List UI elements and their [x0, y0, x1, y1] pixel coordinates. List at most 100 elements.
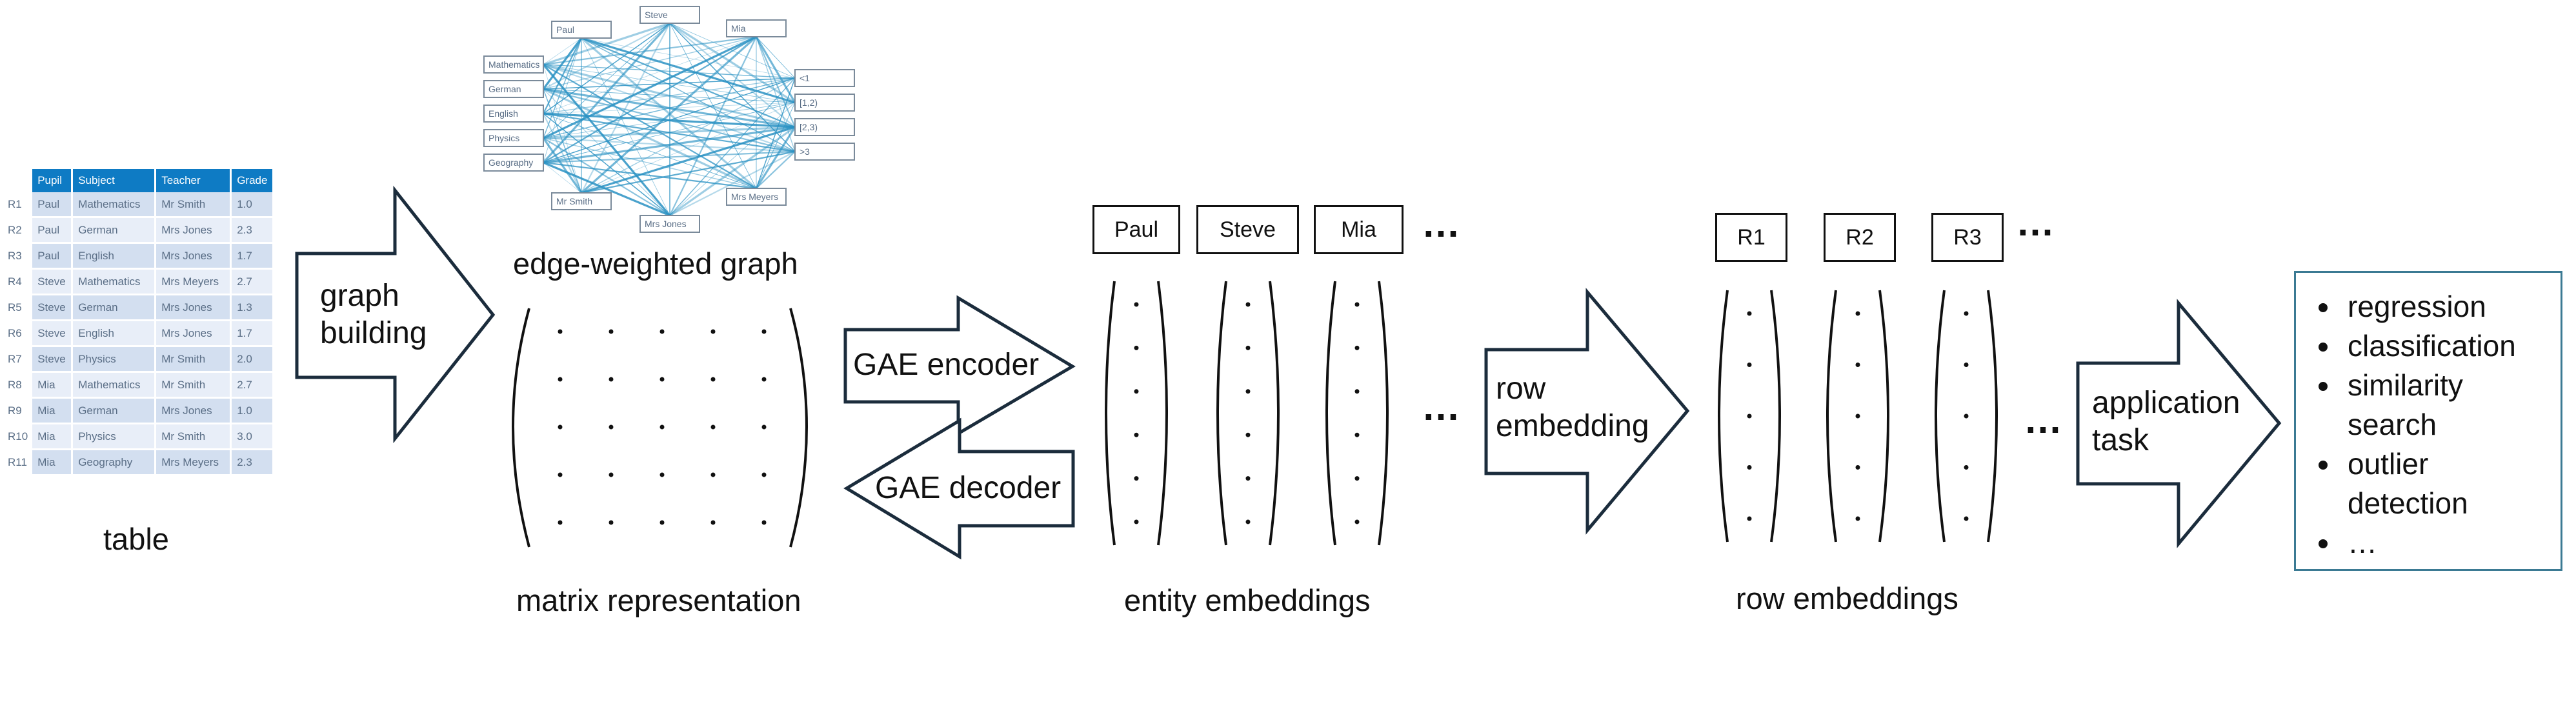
- row-vector-bracket-left: [1718, 290, 1729, 543]
- graph-edge: [543, 161, 757, 190]
- matrix-dot: [761, 520, 767, 525]
- table-header-row: Pupil Subject Teacher Grade: [6, 169, 275, 192]
- entity-vector-dot: [1354, 519, 1360, 524]
- table-cell: 3.0: [230, 423, 275, 450]
- row-box-r1: R1: [1715, 213, 1787, 262]
- graph-edge: [543, 150, 796, 164]
- matrix-dot: [609, 424, 614, 430]
- row-id: R5: [6, 294, 33, 321]
- table-cell: 2.3: [230, 217, 275, 244]
- arrow-label-line: row: [1496, 372, 1546, 406]
- table-cell: Paul: [31, 217, 74, 244]
- table-cell: Mathematics: [72, 192, 157, 218]
- row-id: R8: [6, 372, 33, 399]
- entity-vector-dot: [1134, 389, 1139, 394]
- entity-box-paul: Paul: [1092, 205, 1180, 254]
- graph-edge: [581, 37, 796, 104]
- table-cell: Mia: [31, 423, 74, 450]
- entity-vector-bracket-left: [1105, 281, 1116, 546]
- graph-edge: [669, 126, 796, 217]
- graph-edge: [543, 23, 670, 114]
- matrix-dot: [659, 472, 665, 477]
- row-vector-dot: [1964, 413, 1969, 419]
- entity-vector-dot: [1354, 389, 1360, 394]
- entity-vector-dot: [1354, 476, 1360, 481]
- graph-edge: [581, 150, 796, 194]
- graph-edge: [542, 37, 583, 90]
- matrix-dot: [761, 329, 767, 334]
- graph-edge: [543, 102, 796, 163]
- entity-vector-ellipsis: …: [1422, 385, 1463, 428]
- entity-vector-dot: [1134, 345, 1139, 350]
- row-vector-dot: [1855, 363, 1860, 367]
- graph-edge: [542, 63, 671, 217]
- table-cell: 2.7: [230, 372, 275, 399]
- entity-vector-bracket-left: [1216, 281, 1227, 546]
- graph-node-box: [639, 6, 700, 24]
- task-list: regressionclassificationsimilarity searc…: [2315, 287, 2554, 563]
- row-embedding-label: row embedding: [1496, 370, 1649, 445]
- graph-building-label: graph building: [320, 277, 427, 352]
- matrix-dot: [609, 329, 614, 334]
- graph-node-box: [794, 69, 855, 87]
- graph-node-label: Mathematics: [488, 59, 539, 70]
- matrix-dot: [558, 329, 563, 334]
- arrow-label-line: embedding: [1496, 409, 1649, 443]
- graph-edge: [542, 22, 671, 164]
- entity-box-steve: Steve: [1196, 205, 1299, 254]
- matrix-dot: [710, 377, 716, 382]
- table-cell: Steve: [31, 294, 74, 321]
- table-cell: English: [72, 243, 157, 270]
- arrow-label-line: building: [320, 316, 427, 350]
- entity-vector-dot: [1245, 476, 1251, 481]
- table-cell: Mrs Jones: [155, 397, 232, 424]
- graph-edge: [543, 137, 757, 189]
- table-cell: 1.7: [230, 243, 275, 270]
- matrix-dot: [659, 424, 665, 430]
- table-cell: English: [72, 320, 157, 347]
- table-cell: 1.7: [230, 320, 275, 347]
- graph-edge: [543, 77, 796, 114]
- row-vector-dot: [1964, 311, 1969, 316]
- application-task-label: application task: [2092, 384, 2240, 459]
- row-id: R9: [6, 397, 33, 424]
- graph-edge: [755, 126, 796, 189]
- table-cell: 2.7: [230, 268, 275, 295]
- table-cell: Physics: [72, 423, 157, 450]
- graph-edge: [756, 77, 796, 189]
- table-cell: Paul: [31, 192, 74, 218]
- matrix-dot: [558, 472, 563, 477]
- table-cell: German: [72, 397, 157, 424]
- table-cell: Mrs Jones: [155, 294, 232, 321]
- graph-edge: [543, 113, 582, 194]
- table-cell: Mrs Jones: [155, 243, 232, 270]
- row-box-r3: R3: [1931, 213, 2004, 262]
- row-vector-dot: [1855, 516, 1860, 521]
- matrix-brackets: [512, 308, 808, 548]
- graph-edge: [543, 161, 670, 217]
- graph-edge: [543, 88, 757, 190]
- row-id: R2: [6, 217, 33, 244]
- row-vector-dot: [1747, 413, 1752, 419]
- graph-edge: [543, 35, 757, 66]
- row-vector-dot: [1964, 516, 1969, 521]
- entity-vector-bracket-right: [1269, 281, 1280, 546]
- table-cell: Mrs Meyers: [155, 268, 232, 295]
- table-cell: 1.0: [230, 397, 275, 424]
- graph-node-label: Mia: [731, 23, 746, 34]
- table-cell: Mathematics: [72, 268, 157, 295]
- graph-edge: [581, 37, 796, 79]
- row-vector-dot: [1855, 311, 1860, 316]
- row-vector-dot: [1855, 413, 1860, 419]
- gae-decoder-arrow: [843, 417, 1075, 560]
- graph-node-box: [483, 80, 544, 98]
- row-id: R10: [6, 423, 33, 450]
- table-cell: 2.3: [230, 449, 275, 476]
- graph-node-label: Physics: [488, 133, 519, 143]
- graph-edge: [543, 35, 757, 139]
- arrow-label-line: graph: [320, 279, 399, 313]
